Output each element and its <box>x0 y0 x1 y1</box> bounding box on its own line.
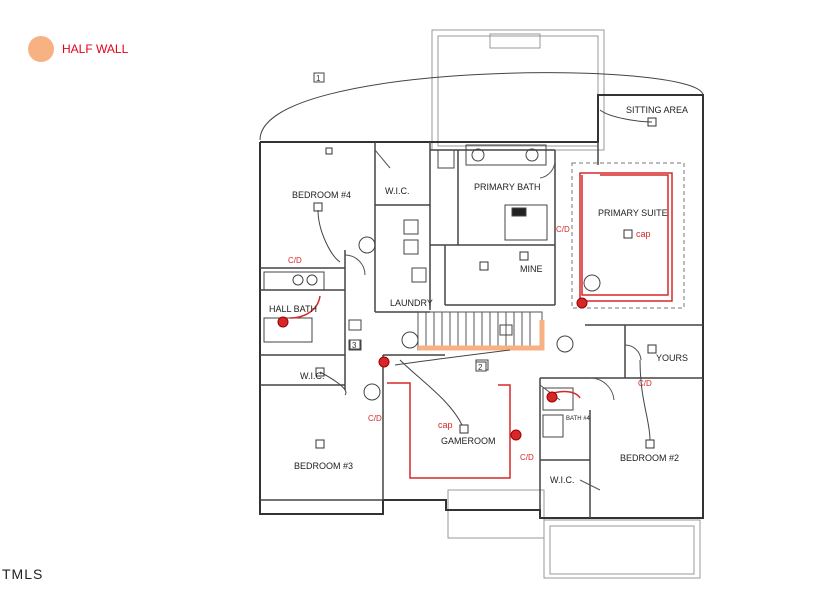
room-yours: YOURS <box>656 353 688 363</box>
room-hall-bath: HALL BATH <box>269 304 317 314</box>
room-bath-4: BATH #4 <box>566 416 591 422</box>
cd-suite: C/D <box>556 225 570 234</box>
tag-1: 1 <box>316 74 321 83</box>
room-wic-top: W.I.C. <box>385 186 410 196</box>
room-gameroom: GAMEROOM <box>441 436 496 446</box>
room-laundry: LAUNDRY <box>390 298 433 308</box>
room-sitting-area: SITTING AREA <box>626 105 688 115</box>
room-mine: MINE <box>520 264 543 274</box>
room-wic-left: W.I.C. <box>300 371 325 381</box>
light-fixtures <box>313 117 657 449</box>
red-wiring <box>289 172 673 479</box>
switch-wiring <box>259 72 704 441</box>
room-primary-suite: PRIMARY SUITE <box>598 208 668 218</box>
half-wall-swatch <box>28 36 54 62</box>
tag-boxes <box>313 72 487 372</box>
room-bedroom-2: BEDROOM #2 <box>620 453 679 463</box>
half-wall <box>418 320 545 351</box>
brand-watermark: TMLS <box>2 566 44 582</box>
cap-gameroom: cap <box>438 420 453 430</box>
cd-bath4: C/D <box>520 453 534 462</box>
tag-3: 3 <box>352 341 357 350</box>
legend-label: HALF WALL <box>62 42 129 56</box>
interior-walls <box>260 142 703 518</box>
stairs <box>417 311 543 351</box>
tag-2: 2 <box>478 363 483 372</box>
cap-suite: cap <box>636 229 651 239</box>
room-bedroom-4: BEDROOM #4 <box>292 190 351 200</box>
cd-yours: C/D <box>638 379 652 388</box>
room-primary-bath: PRIMARY BATH <box>474 182 541 192</box>
legend: HALF WALL <box>28 36 128 62</box>
cd-hall: C/D <box>288 256 302 265</box>
room-wic-right: W.I.C. <box>550 475 575 485</box>
cd-gameroom: C/D <box>368 414 382 423</box>
red-devices <box>277 297 588 441</box>
room-bedroom-3: BEDROOM #3 <box>294 461 353 471</box>
